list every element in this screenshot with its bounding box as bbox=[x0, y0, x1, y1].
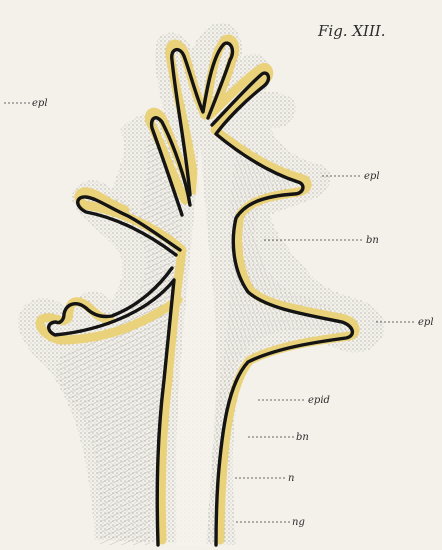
label-bn-lower: bn bbox=[296, 432, 309, 443]
label-n: n bbox=[288, 473, 294, 484]
label-epl-right: epl bbox=[418, 317, 434, 328]
label-ng: ng bbox=[292, 517, 305, 528]
label-epl-upper: epl bbox=[364, 171, 380, 182]
figure-title: Fig. XIII. bbox=[317, 22, 386, 40]
label-epl-left: epl bbox=[32, 98, 48, 109]
label-bn-upper: bn bbox=[366, 235, 379, 246]
label-epid: epid bbox=[308, 395, 330, 406]
